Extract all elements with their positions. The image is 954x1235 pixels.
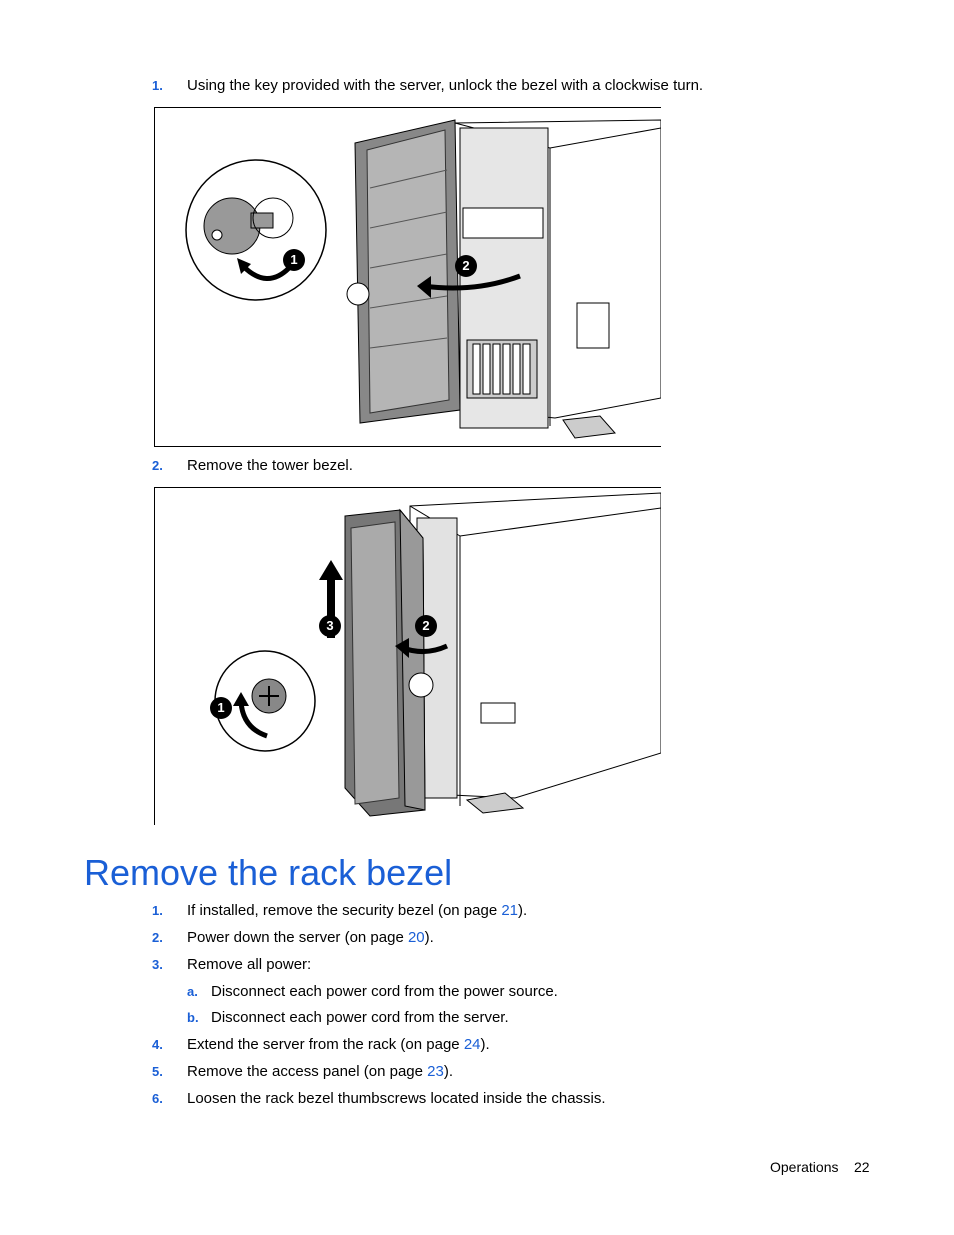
step-text-end: ). (424, 929, 434, 946)
step-text: If installed, remove the security bezel … (187, 902, 502, 919)
server-illustration-unlock (185, 119, 662, 439)
section-title: Remove the rack bezel (84, 852, 453, 893)
step-number: 6. (152, 1091, 163, 1106)
step-text: Remove the tower bezel. (187, 457, 353, 474)
callout-1-icon: 1 (210, 697, 232, 719)
callout-3-icon: 3 (319, 615, 341, 637)
step-text: Remove the access panel (on page (187, 1063, 428, 1080)
step-text: Using the key provided with the server, … (187, 77, 704, 94)
callout-2-icon: 2 (415, 615, 437, 637)
step-text: Disconnect each power cord from the powe… (211, 983, 558, 1000)
page-link[interactable]: 24 (463, 1036, 481, 1053)
step-text-end: ). (443, 1063, 454, 1080)
footer-section: Operations (770, 1159, 839, 1175)
page-link[interactable]: 20 (407, 929, 425, 946)
step-text: Power down the server (on page (187, 929, 408, 946)
step-number: 1. (152, 78, 163, 93)
callout-2-icon: 2 (455, 255, 477, 277)
server-illustration-remove (214, 492, 662, 817)
step-number: 1. (152, 903, 163, 918)
step-text: Extend the server from the rack (on page (187, 1036, 464, 1053)
page-link[interactable]: 21 (501, 902, 519, 919)
callout-1-icon: 1 (283, 249, 305, 271)
figure-remove-tower-bezel: 1 2 3 (154, 487, 662, 825)
page-link[interactable]: 23 (427, 1063, 444, 1080)
step-number: 3. (152, 957, 163, 972)
step-text: Remove all power: (187, 956, 312, 973)
step-number: 2. (152, 458, 163, 473)
step-letter: a. (187, 984, 198, 999)
step-text: Disconnect each power cord from the serv… (211, 1009, 509, 1026)
figure-unlock-bezel: 1 2 (154, 107, 662, 447)
step-number: 4. (152, 1037, 163, 1052)
page-number: 22 (854, 1159, 870, 1175)
step-number: 5. (152, 1064, 163, 1079)
step-text: Loosen the rack bezel thumbscrews locate… (187, 1090, 606, 1107)
step-letter: b. (187, 1010, 199, 1025)
step-text-end: ). (518, 902, 528, 919)
step-text-end: ). (480, 1036, 490, 1053)
step-number: 2. (152, 930, 163, 945)
